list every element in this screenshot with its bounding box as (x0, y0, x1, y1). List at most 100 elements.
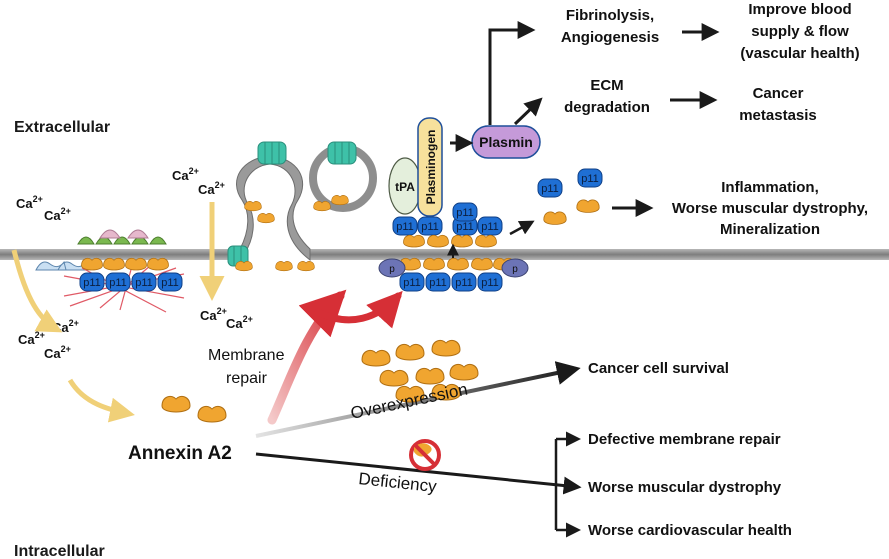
p11-release-arrow (509, 220, 535, 236)
worse-dystrophy-label: Worse muscular dystrophy (588, 479, 782, 496)
p11-left-3: p11 (157, 272, 183, 292)
plasmin-to-ecm-arrow (513, 97, 543, 126)
metastasis-line-1: Cancer (753, 85, 804, 102)
annexin-site-0 (403, 234, 425, 248)
membrane-repair-label-2: repair (226, 370, 268, 387)
p11-site-upper-4: p11 (452, 202, 478, 222)
annexin-vesicle-3 (257, 213, 275, 224)
cytosolic-annexins (161, 339, 479, 423)
ca-ext-3: Ca2+ (172, 166, 199, 183)
metastasis-line-2: metastasis (739, 107, 817, 124)
p11-label: p11 (581, 173, 599, 185)
p11-site-lower-1: p11 (425, 272, 451, 292)
ecm-line-2: degradation (564, 99, 650, 116)
p11-label: p11 (83, 277, 101, 289)
annexin-vesicle-4 (313, 201, 331, 212)
p11-label: p11 (403, 277, 421, 289)
ecm-line-1: ECM (590, 77, 623, 94)
p11-complex-lower: p11 p11 p11 p11 (399, 272, 503, 292)
cancer-survival-label: Cancer cell survival (588, 360, 729, 377)
p11-label: p11 (161, 277, 179, 289)
p11-released-1: p11 (577, 168, 603, 188)
annexin-left-1 (103, 257, 125, 271)
annexin-site-7 (471, 257, 493, 271)
p11-label: p11 (456, 207, 474, 219)
deficiency-label: Deficiency (358, 469, 438, 496)
annexin-cyto-9 (197, 405, 227, 423)
p11-label: p11 (455, 277, 473, 289)
plasminogen-label: Plasminogen (424, 130, 438, 205)
plasmin-to-fibrinolysis-arrow (488, 21, 536, 125)
p11-label: p11 (396, 221, 414, 233)
annexin-cyto-0 (361, 349, 391, 367)
annexin-cyto-6 (395, 385, 425, 403)
annexin-site-1 (427, 234, 449, 248)
vascular-line-2: supply & flow (751, 23, 849, 40)
annexin-cyto-4 (415, 367, 445, 385)
phospho-left-label: p (389, 264, 395, 275)
p11-left-1: p11 (105, 272, 131, 292)
tpa-label: tPA (395, 180, 415, 194)
p11-label: p11 (481, 221, 499, 233)
intracellular-label: Intracellular (14, 543, 105, 559)
membrane-repair-label-1: Membrane (208, 347, 285, 364)
p11-site-upper-1: p11 (417, 216, 443, 236)
red-arrow-to-p11 (314, 290, 403, 329)
ca-int-5: Ca2+ (226, 314, 253, 331)
p11-site-upper-2: p11 (452, 216, 478, 236)
fibrinolysis-line-2: Angiogenesis (561, 29, 659, 46)
phospho-right-label: p (512, 264, 518, 275)
p11-site-upper-3: p11 (477, 216, 503, 236)
p11-left-0: p11 (79, 272, 105, 292)
plasmin-label: Plasmin (479, 134, 533, 150)
ca-ext-1: Ca2+ (16, 194, 43, 211)
annexin-left-3 (147, 257, 169, 271)
annexin-cyto-8 (161, 395, 191, 413)
annexin-vesicle-1 (275, 261, 293, 272)
annexin-vesicle-6 (244, 201, 262, 212)
overexpression-arrow (255, 361, 581, 438)
annexin-released-0 (543, 211, 567, 225)
p11-label: p11 (541, 183, 559, 195)
annexin-cyto-5 (449, 363, 479, 381)
fibrinolysis-line-1: Fibrinolysis, (566, 7, 654, 24)
plasma-membrane (0, 249, 889, 260)
left-membrane-proteins (35, 229, 185, 313)
p11-label: p11 (481, 277, 499, 289)
annexin-a2-label: Annexin A2 (128, 443, 232, 464)
calcium-influx-arrow (11, 249, 63, 333)
membrane-repair-red-arrow (267, 289, 347, 425)
annexin-vesicle-2 (297, 261, 315, 272)
p11-site-lower-3: p11 (477, 272, 503, 292)
defective-repair-label: Defective membrane repair (588, 431, 781, 448)
arrows (11, 21, 720, 538)
repair-vesicle-budding (236, 155, 311, 262)
p11-label: p11 (429, 277, 447, 289)
annexin-vesicle-0 (235, 261, 253, 272)
annexin-site-2 (451, 234, 473, 248)
deficiency-arrow (255, 452, 582, 495)
annexin-site-6 (447, 257, 469, 271)
extracellular-label: Extracellular (14, 119, 110, 136)
annexin-site-5 (423, 257, 445, 271)
teal-protein-complex (227, 141, 357, 267)
worse-cardio-label: Worse cardiovascular health (588, 522, 792, 539)
ca-int-3: Ca2+ (44, 344, 71, 361)
p11-left-2: p11 (131, 272, 157, 292)
vascular-line-3: (vascular health) (740, 45, 859, 62)
annexin-released-1 (576, 199, 600, 213)
p11-label: p11 (135, 277, 153, 289)
calcium-to-annexin-arrow (67, 378, 135, 423)
ca-ext-2: Ca2+ (44, 206, 71, 223)
inflammation-line-2: Worse muscular dystrophy, (672, 200, 868, 217)
ca-int-4: Ca2+ (200, 306, 227, 323)
inflammation-line-3: Mineralization (720, 221, 820, 238)
annexin-cyto-1 (395, 343, 425, 361)
annexin-cyto-2 (431, 339, 461, 357)
annexin-cyto-7 (431, 383, 461, 401)
p11-site-lower-0: p11 (399, 272, 425, 292)
annexin-left-0 (81, 257, 103, 271)
deficiency-prohibition-icon (409, 439, 441, 471)
annexin-site-3 (475, 234, 497, 248)
inflammation-line-1: Inflammation, (721, 179, 819, 196)
